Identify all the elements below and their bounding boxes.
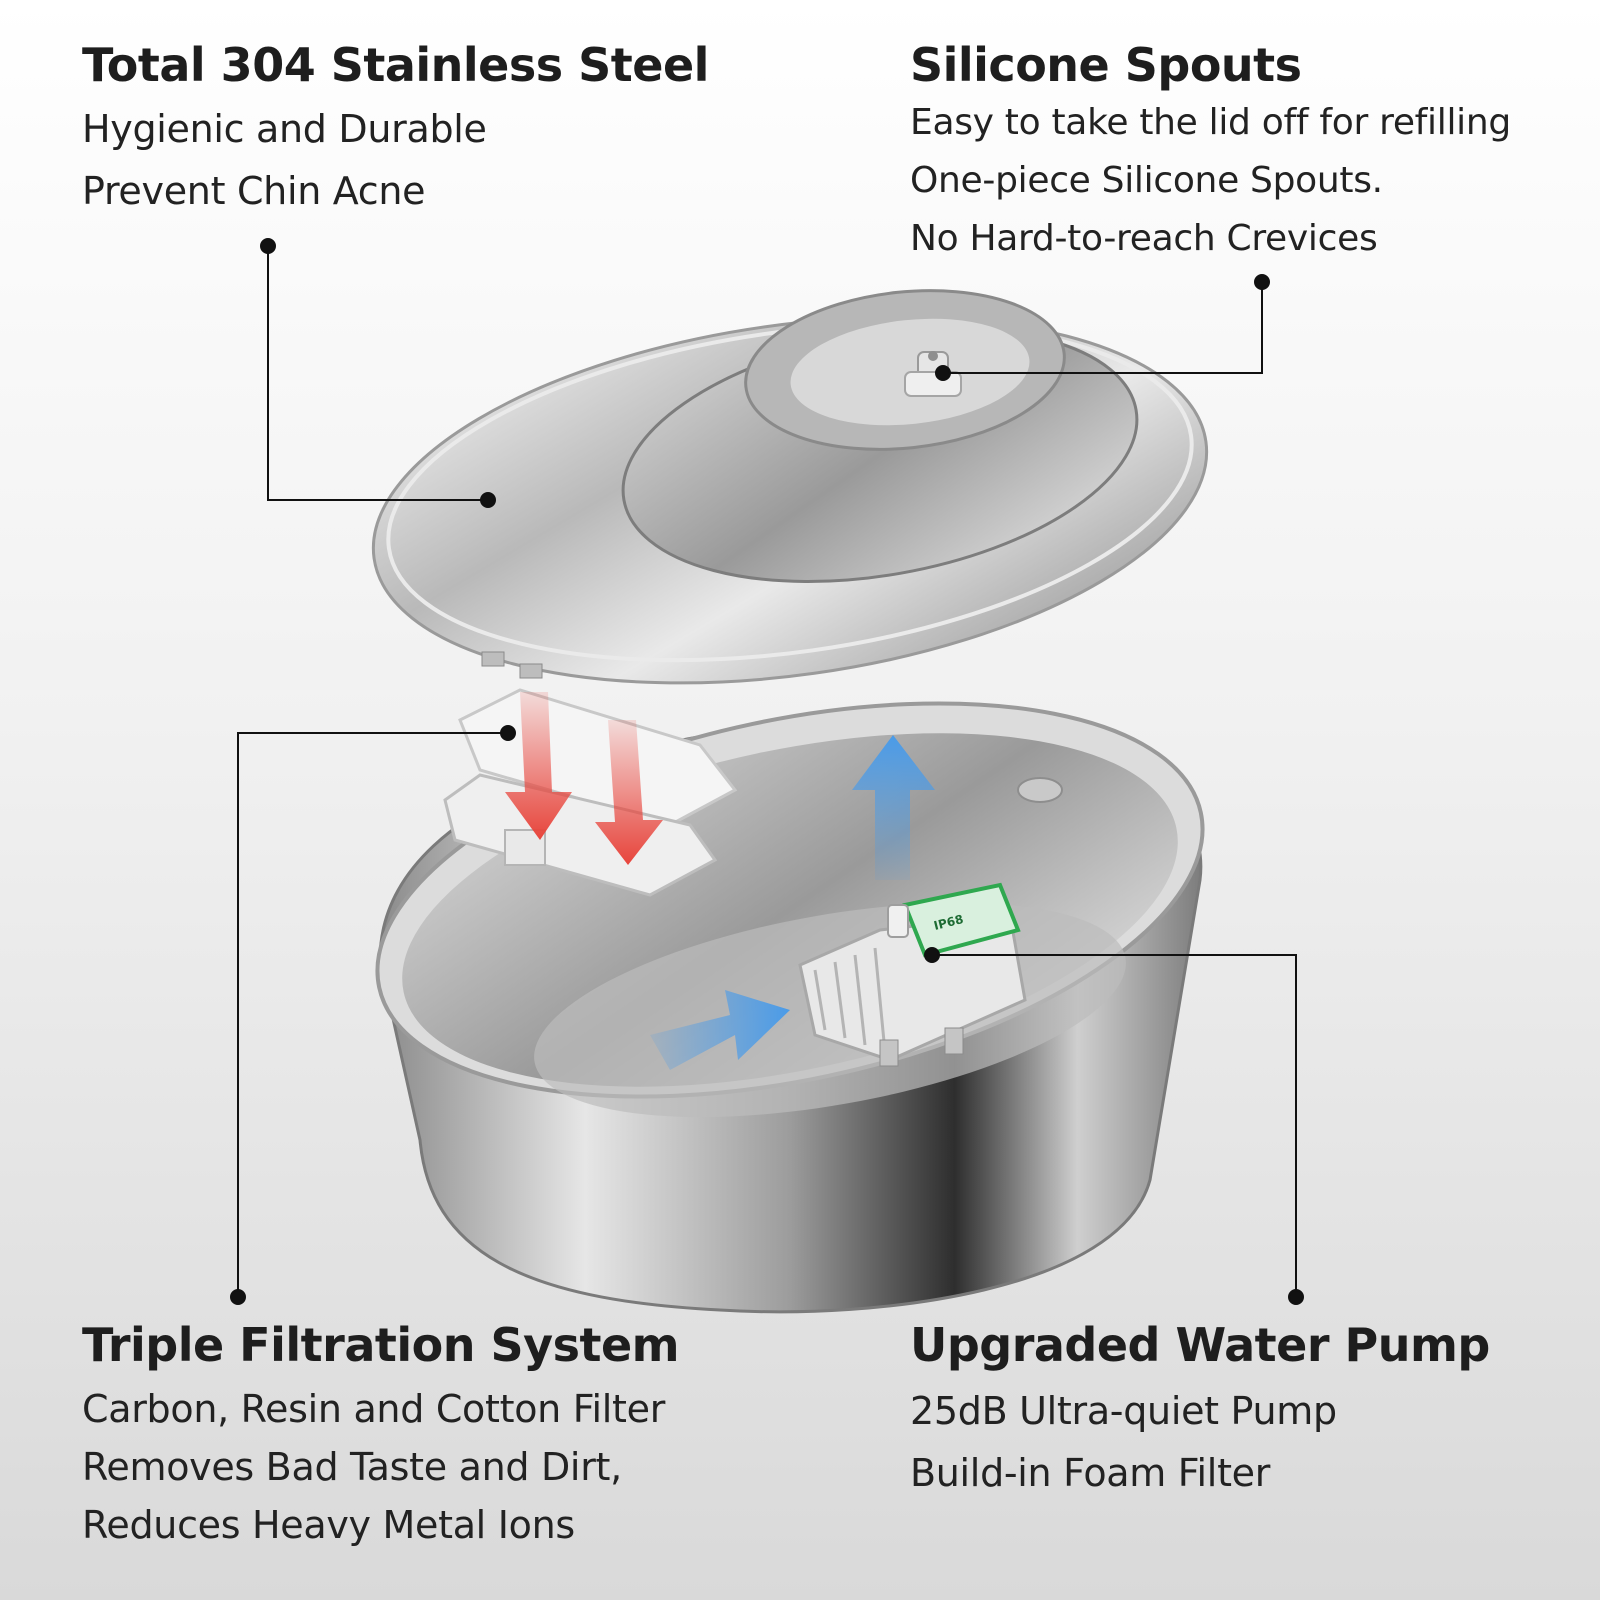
callout-line: Reduces Heavy Metal Ions — [82, 1503, 575, 1547]
callout-line: Easy to take the lid off for refilling — [910, 102, 1511, 143]
callout-line: One-piece Silicone Spouts. — [910, 160, 1383, 201]
callout-line: 25dB Ultra-quiet Pump — [910, 1389, 1337, 1433]
callout-triple-filtration: Triple Filtration System Carbon, Resin a… — [82, 1318, 680, 1554]
callout-title: Total 304 Stainless Steel — [82, 38, 709, 92]
callout-line: Prevent Chin Acne — [82, 169, 426, 213]
spouts-leader-line — [943, 282, 1263, 374]
callout-title: Triple Filtration System — [82, 1318, 680, 1372]
callout-line: Build-in Foam Filter — [910, 1451, 1271, 1495]
blue-right-arrow-icon — [650, 990, 790, 1070]
callout-line: Removes Bad Taste and Dirt, — [82, 1445, 622, 1489]
filtration-leader-line — [237, 732, 508, 1297]
leader-lines — [230, 238, 1304, 1305]
callout-water-pump: Upgraded Water Pump 25dB Ultra-quiet Pum… — [910, 1318, 1490, 1504]
pump-leader-line — [932, 954, 1297, 1297]
callout-stainless-steel: Total 304 Stainless Steel Hygienic and D… — [82, 38, 709, 222]
callout-line: Carbon, Resin and Cotton Filter — [82, 1387, 666, 1431]
callout-line: Hygienic and Durable — [82, 107, 487, 151]
red-down-arrow-icon — [505, 692, 663, 865]
callout-title: Silicone Spouts — [910, 38, 1302, 92]
callout-line: No Hard-to-reach Crevices — [910, 218, 1378, 259]
steel-leader-line — [267, 246, 488, 501]
water-pump: IP68 — [798, 882, 1027, 1067]
callout-title: Upgraded Water Pump — [910, 1318, 1490, 1372]
blue-up-arrow-icon — [852, 735, 935, 880]
callout-silicone-spouts: Silicone Spouts Easy to take the lid off… — [910, 38, 1511, 268]
steel-lid — [371, 289, 1209, 685]
